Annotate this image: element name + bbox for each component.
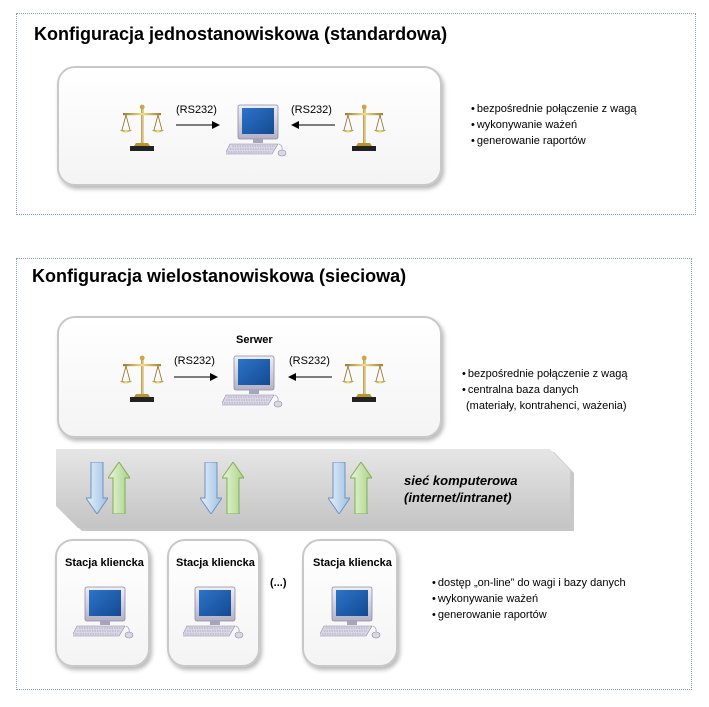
computer-icon [183, 586, 247, 644]
network-band [56, 449, 574, 531]
computer-icon [73, 586, 137, 644]
client-station-label: Stacja kliencka [176, 557, 255, 569]
feature-item: dostęp „on-line” do wagi i bazy danych [432, 575, 626, 591]
feature-item: wykonywanie ważeń [432, 591, 626, 607]
rs232-label-right: (RS232) [289, 355, 330, 367]
scale-icon [120, 104, 164, 152]
client-station-label: Stacja kliencka [313, 557, 392, 569]
client-features: dostęp „on-line” do wagi i bazy danych w… [432, 575, 626, 623]
server-label: Serwer [236, 334, 273, 346]
arrow-up-icon [350, 462, 372, 514]
feature-item: centralna baza danych [462, 382, 627, 398]
arrow-down-icon [200, 462, 222, 514]
network-label-line1: sieć komputerowa [404, 473, 518, 488]
arrow-left-icon [291, 121, 335, 129]
feature-item: generowanie raportów [471, 133, 636, 149]
arrow-up-icon [108, 462, 130, 514]
arrow-right-icon [174, 373, 218, 381]
arrow-right-icon [176, 121, 220, 129]
arrow-up-icon [222, 462, 244, 514]
client-station-label: Stacja kliencka [65, 557, 144, 569]
single-config-box [57, 66, 442, 186]
server-features: bezpośrednie połączenie z wagą centralna… [462, 366, 627, 414]
computer-icon [320, 586, 384, 644]
multi-config-section [16, 258, 692, 690]
single-config-title: Konfiguracja jednostanowiskowa (standard… [34, 24, 448, 44]
more-stations-ellipsis: (...) [270, 577, 287, 589]
feature-item: bezpośrednie połączenie z wagą [471, 101, 637, 117]
scale-icon [342, 104, 386, 152]
network-label: sieć komputerowa (internet/intranet) [404, 472, 517, 506]
arrow-down-icon [328, 462, 350, 514]
feature-item: bezpośrednie połączenie z wagą [462, 366, 628, 382]
computer-icon [222, 355, 286, 413]
scale-icon [342, 355, 386, 403]
computer-icon [226, 104, 290, 162]
scale-icon [120, 355, 164, 403]
server-box [57, 316, 442, 438]
feature-item: generowanie raportów [432, 607, 626, 623]
network-label-line2: (internet/intranet) [404, 490, 512, 505]
rs232-label-right: (RS232) [291, 104, 332, 116]
feature-item-continuation: (materiały, kontrahenci, ważenia) [466, 400, 627, 412]
arrow-down-icon [86, 462, 108, 514]
rs232-label-left: (RS232) [174, 355, 215, 367]
multi-config-title: Konfiguracja wielostanowiskowa (sieciowa… [32, 266, 407, 286]
rs232-label-left: (RS232) [176, 104, 217, 116]
feature-item: wykonywanie ważeń [471, 117, 636, 133]
arrow-left-icon [288, 373, 332, 381]
single-config-features: bezpośrednie połączenie z wagą wykonywan… [471, 101, 637, 149]
single-config-section [16, 13, 696, 215]
